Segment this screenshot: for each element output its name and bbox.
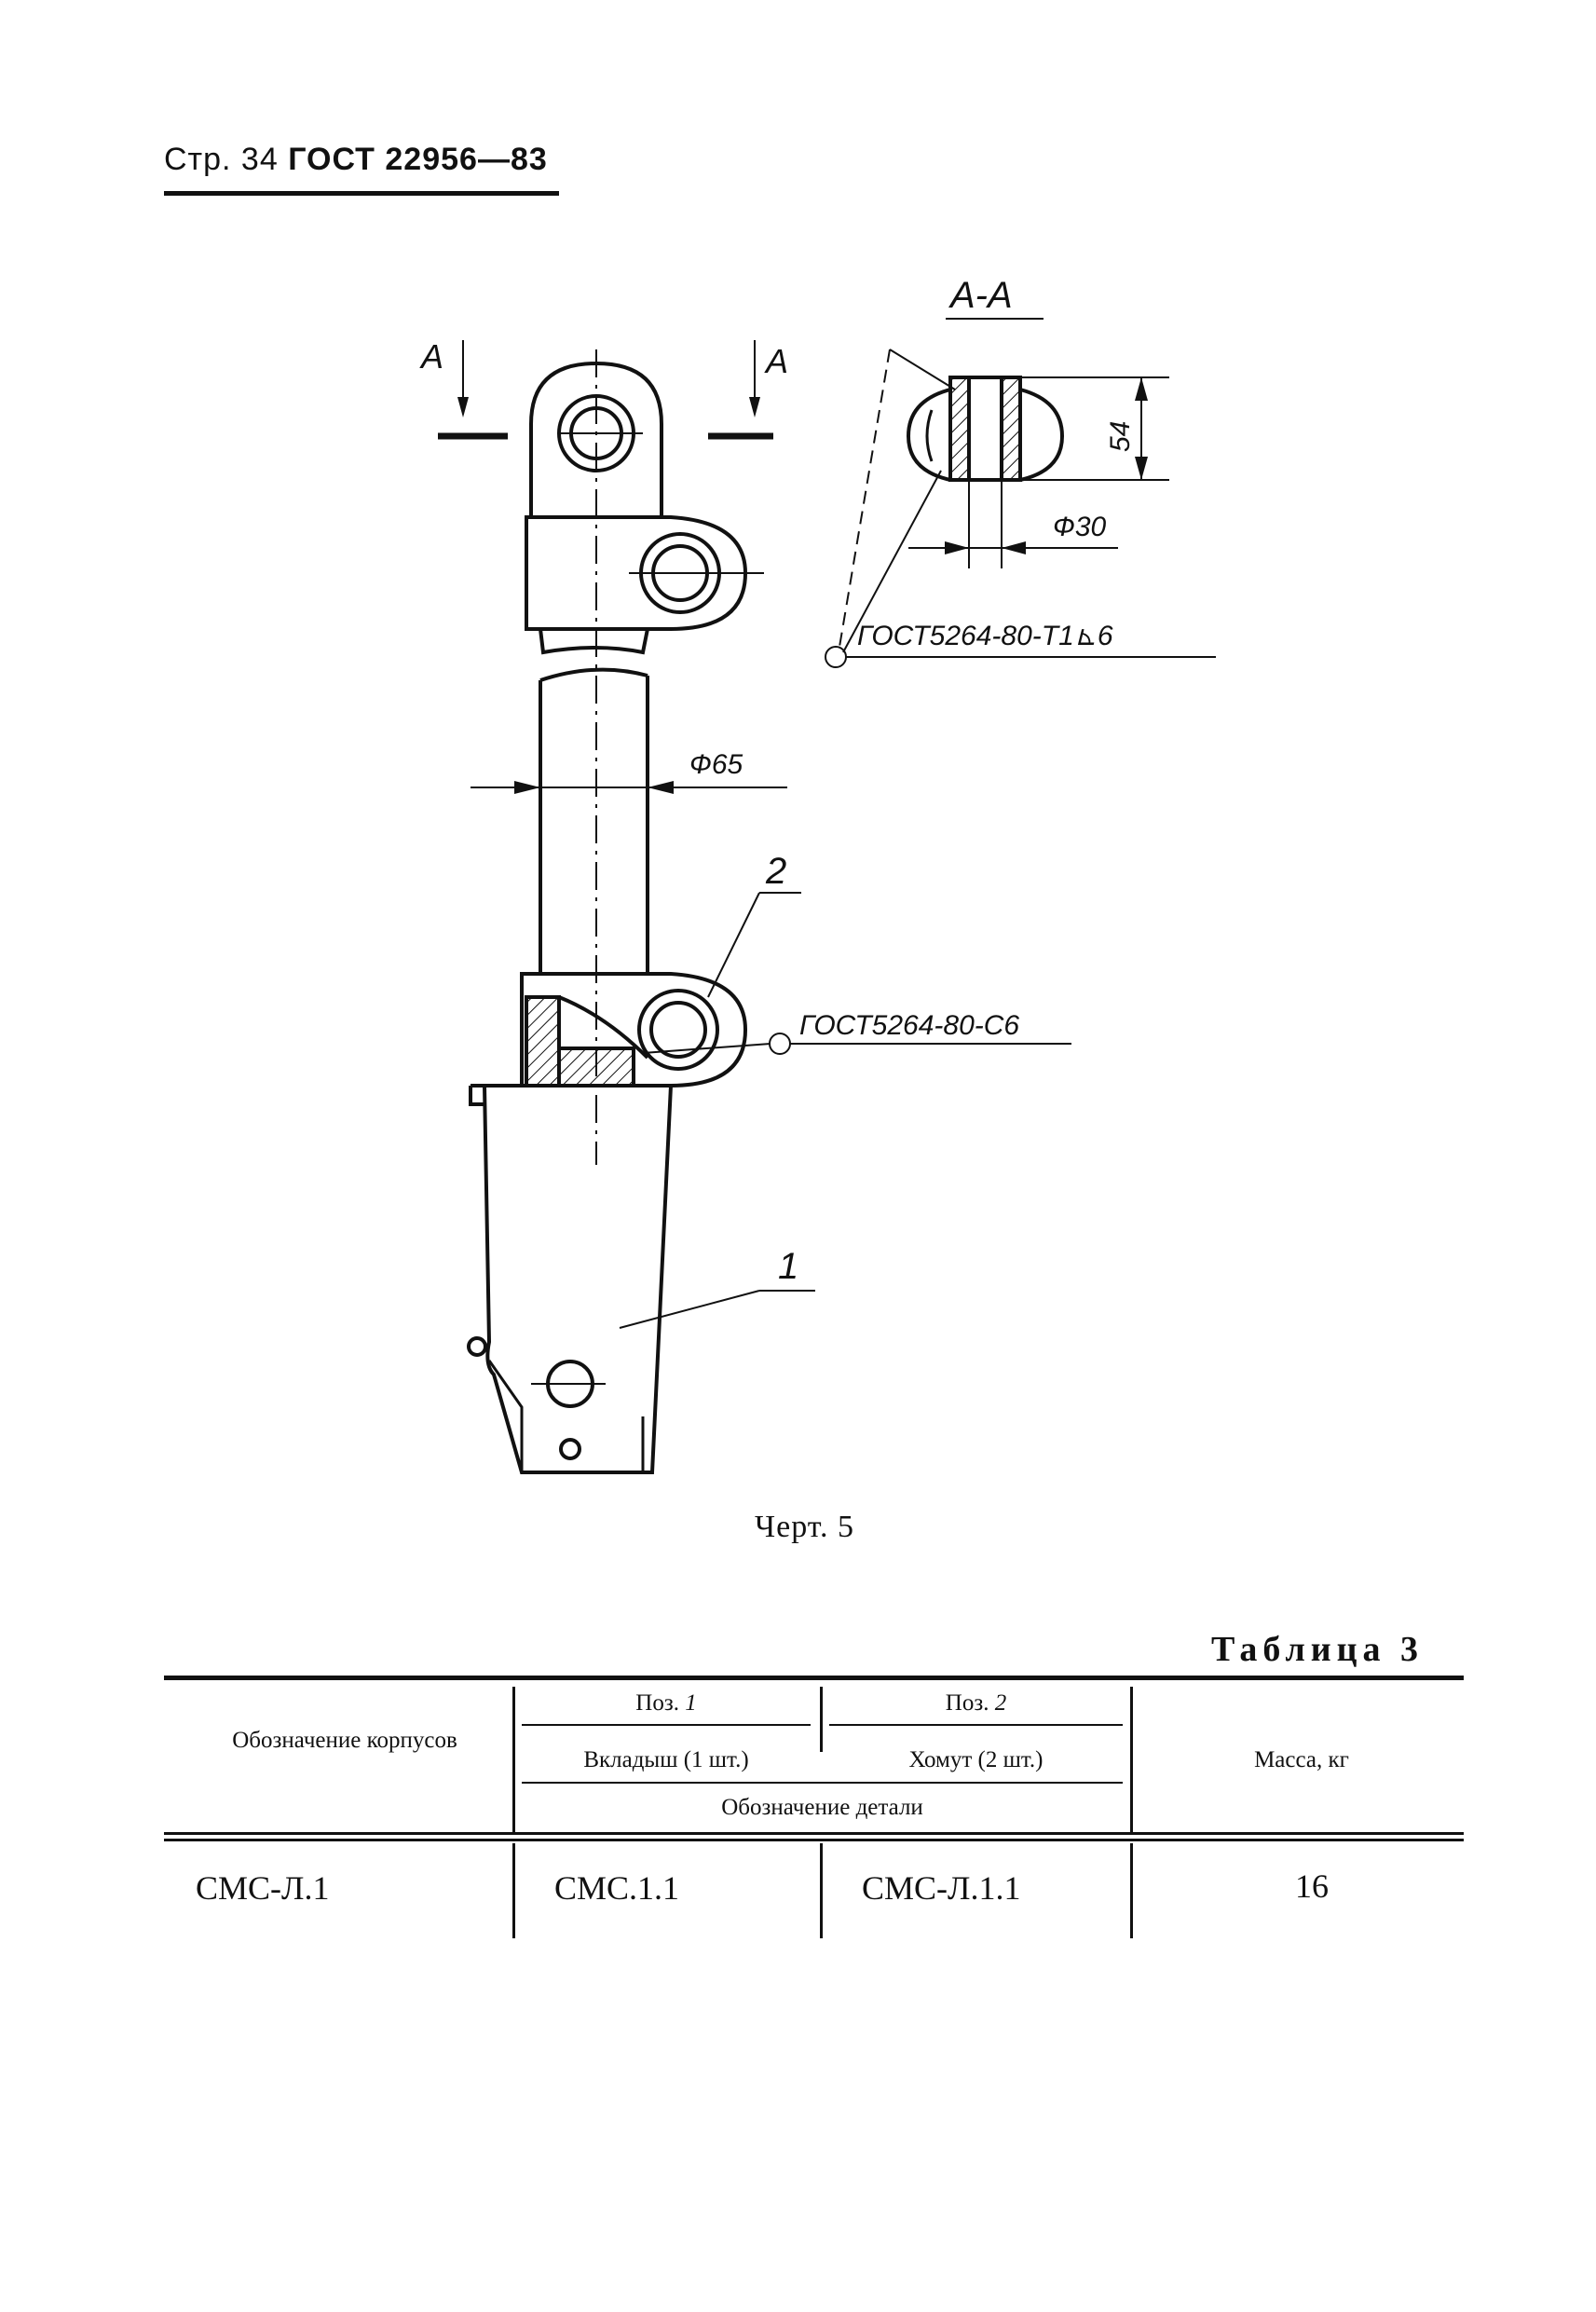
- page-number: Стр. 34: [164, 142, 279, 177]
- insert-hatch-left: [525, 995, 561, 1088]
- table-body-vline-1: [512, 1843, 515, 1938]
- standard-number: ГОСТ 22956—83: [288, 142, 548, 177]
- callout-1-text: 1: [778, 1246, 798, 1287]
- dim-65-text: Ф65: [689, 749, 743, 780]
- clamp-right: [1019, 388, 1065, 482]
- break-upper: [539, 628, 649, 655]
- table-title: Таблица 3: [1211, 1630, 1425, 1669]
- header-detail-designation: Обозначение детали: [721, 1795, 923, 1820]
- cut-label-left: А: [419, 337, 443, 376]
- row-pos1: СМС.1.1: [554, 1869, 680, 1907]
- header-pos1-num: 1: [685, 1690, 697, 1716]
- housing-body: [482, 1084, 674, 1474]
- table-top-rule: [164, 1676, 1464, 1680]
- header-pos1-part: Вкладыш (1 шт.): [583, 1747, 749, 1772]
- lower-collar-hole-outer: [637, 989, 719, 1071]
- row-pos2: СМС-Л.1.1: [862, 1869, 1021, 1907]
- figure-caption: Черт. 5: [755, 1510, 855, 1544]
- header-pos1: Поз. 1: [522, 1690, 811, 1717]
- housing-pin: [467, 1336, 487, 1357]
- table-body-vline-3: [1130, 1843, 1133, 1938]
- table-header-rule-2: [164, 1839, 1464, 1841]
- header-pos2-label: Поз.: [945, 1690, 989, 1716]
- section-title: А-А: [948, 275, 1013, 316]
- table-header-rule-1: [164, 1832, 1464, 1835]
- header-pos1-label: Поз.: [635, 1690, 679, 1716]
- lower-collar: [520, 972, 748, 1088]
- housing-small-hole: [559, 1438, 581, 1460]
- dim-tube-diameter: Ф65: [471, 749, 787, 794]
- weld-note-mid-text: ГОСТ5264-80-С6: [799, 1010, 1019, 1041]
- dim-30-text: Ф30: [1053, 512, 1107, 542]
- table-hline-detail: [522, 1782, 1123, 1784]
- table-vline-2: [820, 1687, 823, 1752]
- cut-label-right: А: [764, 342, 788, 380]
- section-insert: [948, 376, 1022, 482]
- header-rule: [164, 191, 559, 196]
- header-pos2: Поз. 2: [829, 1690, 1123, 1717]
- callout-2: 2: [707, 851, 801, 998]
- header-designation: Обозначение корпусов: [232, 1728, 457, 1753]
- lower-collar-hole-inner: [649, 1001, 707, 1059]
- header-pos2-num: 2: [994, 1690, 1007, 1716]
- row-designation: СМС-Л.1: [196, 1869, 330, 1907]
- break-lower: [539, 667, 648, 682]
- housing-flange: [469, 1084, 484, 1106]
- row-mass: 16: [1295, 1867, 1329, 1905]
- dim-54-text: 54: [1105, 421, 1136, 452]
- callout-1: 1: [619, 1246, 815, 1329]
- callout-2-text: 2: [765, 851, 786, 892]
- section-view: А-А 54 Ф30 ГОСТ5264-80-Т1⊾6: [825, 275, 1216, 668]
- section-cut-marks: А А: [419, 337, 788, 440]
- table-body-vline-2: [820, 1843, 823, 1938]
- main-view: Ф65 А А 2 1 ГОС: [419, 337, 1071, 1474]
- clamp-left: [906, 388, 951, 482]
- page-header: Стр. 34 ГОСТ 22956—83: [164, 142, 548, 178]
- table-hline-pos2: [829, 1724, 1123, 1726]
- header-mass: Масса, кг: [1254, 1747, 1349, 1772]
- table-vline-3: [1130, 1687, 1133, 1832]
- weld-note-top-text: ГОСТ5264-80-Т1⊾6: [857, 621, 1113, 651]
- table-vline-1: [512, 1687, 515, 1832]
- technical-drawing: Ф65 А А 2 1 ГОС: [419, 275, 1216, 1474]
- header-pos2-part: Хомут (2 шт.): [908, 1747, 1044, 1772]
- housing-bracket: [487, 1360, 524, 1472]
- insert-curve: [558, 995, 649, 1060]
- weld-note-mid: ГОСТ5264-80-С6: [642, 1010, 1071, 1055]
- table-hline-pos1: [522, 1724, 811, 1726]
